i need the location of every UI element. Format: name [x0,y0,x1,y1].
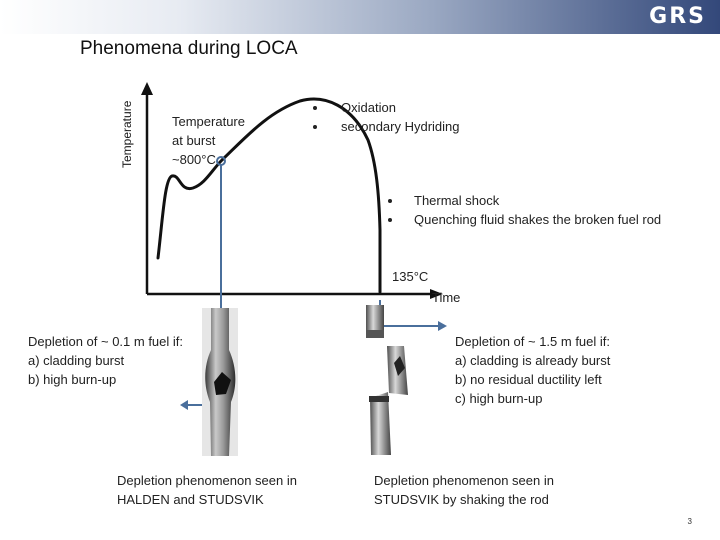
burst-arrow-head [180,400,188,410]
burst-label-line1: Temperature [172,114,245,129]
right-depletion-line2: a) cladding is already burst [455,353,611,368]
thermal-bullet-2 [388,218,392,222]
left-rod-burst-opening [214,372,231,395]
oxidation-bullet-1 [313,106,317,110]
left-depletion-line1: Depletion of ~ 0.1 m fuel if: [28,334,184,349]
left-caption-line2: HALDEN and STUDSVIK [117,492,264,507]
left-depletion-line2: a) cladding burst [28,353,125,368]
right-rod-fragment-bottom [370,392,391,455]
left-caption-line1: Depletion phenomenon seen in [117,473,297,488]
right-rod-fragment-top [366,305,384,337]
grs-logo: GRS [649,4,706,29]
left-depletion-line3: b) high burn-up [28,372,117,387]
temperature-curve [156,97,382,294]
right-caption-line2: STUDSVIK by shaking the rod [374,492,549,507]
right-caption-line1: Depletion phenomenon seen in [374,473,554,488]
right-rod-fragment-top-edge [366,330,384,338]
right-depletion-line1: Depletion of ~ 1.5 m fuel if: [455,334,611,349]
quench-connector [379,300,440,327]
y-axis-arrow [141,82,153,95]
thermal-shock-text: Thermal shock [414,193,500,208]
thermal-bullet-1 [388,199,392,203]
quench-temp-label: 135°C [392,269,429,284]
x-axis-arrow [430,289,443,299]
header-bar [0,0,720,34]
burst-label-line3: ~800°C [172,152,216,167]
right-rod-middle-opening [394,356,405,376]
page-title: Phenomena during LOCA [80,38,298,59]
right-depletion-line3: b) no residual ductility left [455,372,602,387]
right-depletion-line4: c) high burn-up [455,391,543,406]
oxidation-bullet-2 [313,125,317,129]
right-rod-fragment-bottom-cap [369,396,389,402]
burst-label-line2: at burst [172,133,216,148]
y-axis-label: Temperature [120,100,134,168]
page-number: 3 [687,517,692,526]
hydriding-text: secondary Hydriding [341,119,460,134]
x-axis-label: Time [432,290,461,305]
quenching-text: Quenching fluid shakes the broken fuel r… [414,212,662,227]
quench-arrow-head [438,321,447,331]
oxidation-text: Oxidation [341,100,396,115]
